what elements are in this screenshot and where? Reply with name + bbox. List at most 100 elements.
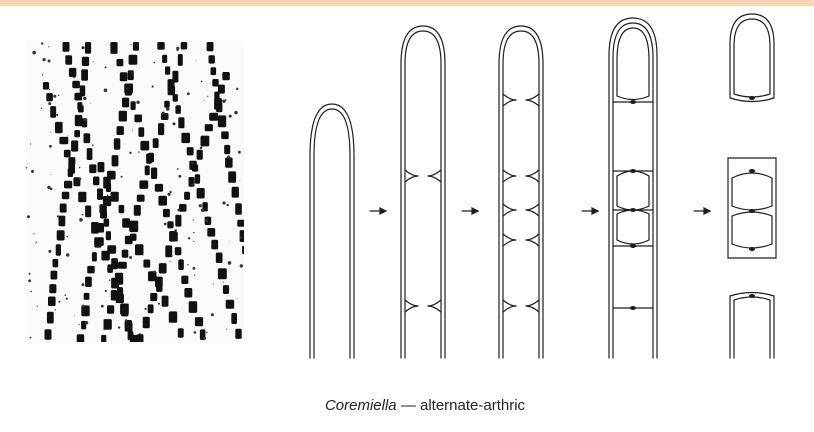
arthroconidium-mark bbox=[71, 140, 78, 151]
arthroconidium-mark bbox=[178, 328, 184, 338]
debris-speck bbox=[101, 305, 104, 308]
debris-speck bbox=[228, 261, 232, 265]
debris-speck bbox=[187, 92, 190, 95]
arthroconidium-mark bbox=[103, 177, 111, 189]
debris-speck bbox=[213, 284, 214, 285]
stage-1-hyphal-tip bbox=[310, 104, 354, 358]
arthroconidium-mark bbox=[223, 285, 229, 294]
debris-speck bbox=[225, 99, 227, 101]
arthroconidium-mark bbox=[43, 82, 49, 90]
debris-speck bbox=[204, 100, 205, 101]
arthroconidium-mark bbox=[140, 141, 149, 151]
arthroconidium-mark bbox=[119, 111, 127, 122]
debris-speck bbox=[138, 151, 139, 152]
debris-speck bbox=[42, 74, 43, 75]
arthroconidium-mark bbox=[168, 86, 176, 95]
arthroconidium-mark bbox=[178, 117, 184, 128]
arthroconidium-mark bbox=[137, 334, 144, 342]
debris-speck bbox=[83, 97, 86, 100]
arthroconidium-mark bbox=[211, 67, 217, 75]
debris-speck bbox=[30, 337, 32, 339]
arthroconidium-mark bbox=[106, 231, 111, 240]
arthroconidium-mark bbox=[224, 145, 230, 154]
arthroconidium-mark bbox=[189, 301, 198, 313]
arthroconidium-mark bbox=[237, 220, 244, 227]
debris-speck bbox=[201, 209, 204, 212]
arthroconidium-mark bbox=[60, 204, 67, 213]
debris-speck bbox=[105, 66, 107, 68]
micrograph-image bbox=[26, 42, 244, 342]
arthroconidium-mark bbox=[212, 79, 218, 87]
arthroconidium-mark bbox=[211, 240, 218, 250]
arthroconidium-mark bbox=[78, 192, 86, 203]
arthroconidium-mark bbox=[122, 98, 129, 108]
debris-speck bbox=[158, 303, 160, 305]
debris-speck bbox=[33, 233, 34, 234]
arthroconidium-mark bbox=[107, 264, 113, 273]
arthroconidium-mark bbox=[192, 164, 198, 171]
debris-speck bbox=[116, 259, 118, 261]
arthroconidium-mark bbox=[209, 55, 215, 63]
debris-speck bbox=[85, 321, 88, 324]
arthroconidium-mark bbox=[84, 293, 90, 300]
arthroconidium-mark bbox=[119, 205, 125, 213]
arthroconidium-mark bbox=[184, 192, 190, 200]
arthroconidium-mark bbox=[120, 72, 128, 81]
debris-speck bbox=[211, 51, 212, 52]
debris-speck bbox=[73, 77, 75, 79]
debris-speck bbox=[164, 223, 167, 226]
debris-speck bbox=[240, 264, 243, 267]
arthroconidium-mark bbox=[151, 168, 157, 180]
arthroconidium-mark bbox=[103, 196, 111, 206]
debris-speck bbox=[28, 279, 31, 282]
debris-speck bbox=[127, 326, 129, 328]
debris-speck bbox=[207, 96, 208, 97]
arthroconidium-mark bbox=[143, 317, 150, 329]
debris-speck bbox=[129, 152, 131, 154]
debris-speck bbox=[67, 236, 69, 238]
debris-speck bbox=[187, 264, 188, 265]
debris-speck bbox=[177, 168, 179, 170]
arthroconidium-mark bbox=[216, 253, 223, 264]
debris-speck bbox=[211, 313, 214, 316]
arthroconidium-mark bbox=[232, 187, 239, 198]
debris-speck bbox=[121, 176, 123, 178]
arthroconidium-mark bbox=[157, 42, 164, 50]
stage-3-multiseptate bbox=[499, 26, 543, 358]
figure-caption: Coremiella — alternate-arthric bbox=[0, 397, 814, 414]
debris-speck bbox=[236, 88, 238, 90]
debris-speck bbox=[199, 204, 202, 207]
arthroconidium-mark bbox=[89, 164, 96, 173]
arthroconidium-mark bbox=[178, 259, 184, 270]
debris-speck bbox=[136, 101, 139, 104]
stage-4-alternate-cells bbox=[609, 18, 657, 358]
arthroconidium-mark bbox=[228, 171, 236, 182]
debris-speck bbox=[57, 215, 59, 217]
arthroconidium-mark bbox=[167, 221, 173, 228]
arthroconidium-mark bbox=[178, 54, 183, 66]
caption-separator: — bbox=[401, 397, 416, 414]
debris-speck bbox=[37, 306, 38, 307]
debris-speck bbox=[201, 81, 203, 83]
debris-speck bbox=[195, 317, 196, 318]
arrow-4-icon bbox=[694, 208, 710, 214]
debris-speck bbox=[152, 85, 154, 87]
arthroconidium-mark bbox=[121, 309, 128, 317]
arthroconidium-mark bbox=[165, 66, 170, 74]
stage-2-septate-hypha bbox=[401, 26, 445, 358]
arthroconidium-mark bbox=[148, 304, 154, 313]
arthroconidium-mark bbox=[104, 219, 110, 227]
arthroconidium-mark bbox=[98, 162, 105, 172]
arthroconidium-mark bbox=[98, 223, 104, 233]
debris-speck bbox=[67, 136, 68, 137]
debris-speck bbox=[139, 333, 141, 335]
arthroconidium-mark bbox=[111, 278, 119, 289]
debris-speck bbox=[168, 193, 171, 196]
debris-speck bbox=[193, 232, 194, 233]
arthroconidium-mark bbox=[218, 115, 226, 127]
debris-speck bbox=[66, 59, 67, 60]
debris-speck bbox=[50, 132, 51, 133]
debris-speck bbox=[105, 290, 107, 292]
arthroconidium-mark bbox=[65, 55, 72, 64]
arthroconidium-mark bbox=[74, 130, 80, 137]
